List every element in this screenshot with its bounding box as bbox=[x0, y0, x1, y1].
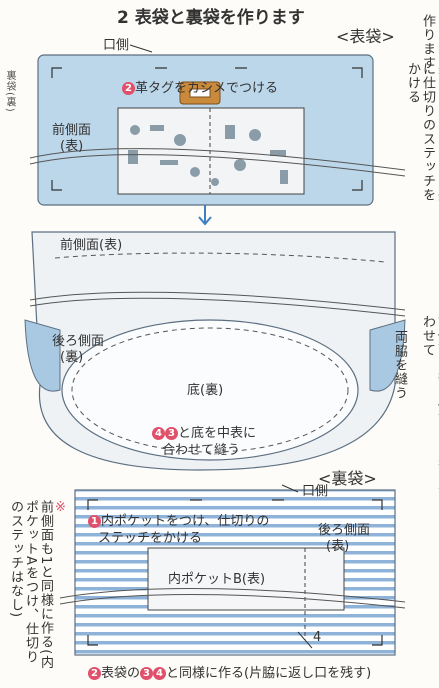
front-side-label: 前側面 bbox=[52, 123, 92, 138]
kuchigawa-label: 口側 bbox=[103, 38, 130, 53]
bottom-label: 底(裏) bbox=[187, 383, 224, 398]
dimension-label: 4 bbox=[313, 630, 322, 645]
inner-pocket-instruction-2: ステッチをかける bbox=[98, 531, 203, 546]
page-title: 2 表袋と裏袋を作ります bbox=[117, 8, 305, 28]
ura-header: <裏袋> bbox=[318, 469, 377, 488]
lining-kuchigawa: 口側 bbox=[302, 484, 329, 499]
front-side-omote: (表) bbox=[60, 139, 84, 154]
lining-back-omote: (表) bbox=[326, 539, 350, 554]
front-side-omote-label: 前側面(表) bbox=[60, 238, 123, 253]
note-side-seams-b: 両脇を縫う bbox=[392, 330, 407, 400]
lining-back-side: 後ろ側面 bbox=[318, 523, 371, 538]
back-side-label: 後ろ側面 bbox=[52, 334, 105, 349]
step-badge: 2 bbox=[122, 82, 135, 95]
inner-pocket-b-label: 内ポケットB(表) bbox=[168, 572, 266, 587]
left-edge-text: 裏袋(裏) bbox=[4, 70, 15, 113]
omote-header: <表袋> bbox=[336, 27, 395, 46]
right-edge-text: 作ります bbox=[420, 14, 435, 70]
left-note: ※前側面も1と同様に作る(内ポケットAをつけ、仕切りのステッチはなし) bbox=[8, 500, 68, 670]
step-badge: 1 bbox=[88, 515, 101, 528]
pocket-pattern bbox=[128, 125, 288, 186]
note-side-seams-a: 3前側面と後ろ側面を中表に合わせて bbox=[420, 315, 439, 497]
sew-instruction-2: 合わせて縫う bbox=[162, 443, 241, 458]
back-side-ura: (裏) bbox=[60, 350, 84, 365]
note-outer-pocket: 1外ポケットをつけ中央に仕切りのステッチをかける bbox=[405, 62, 439, 202]
